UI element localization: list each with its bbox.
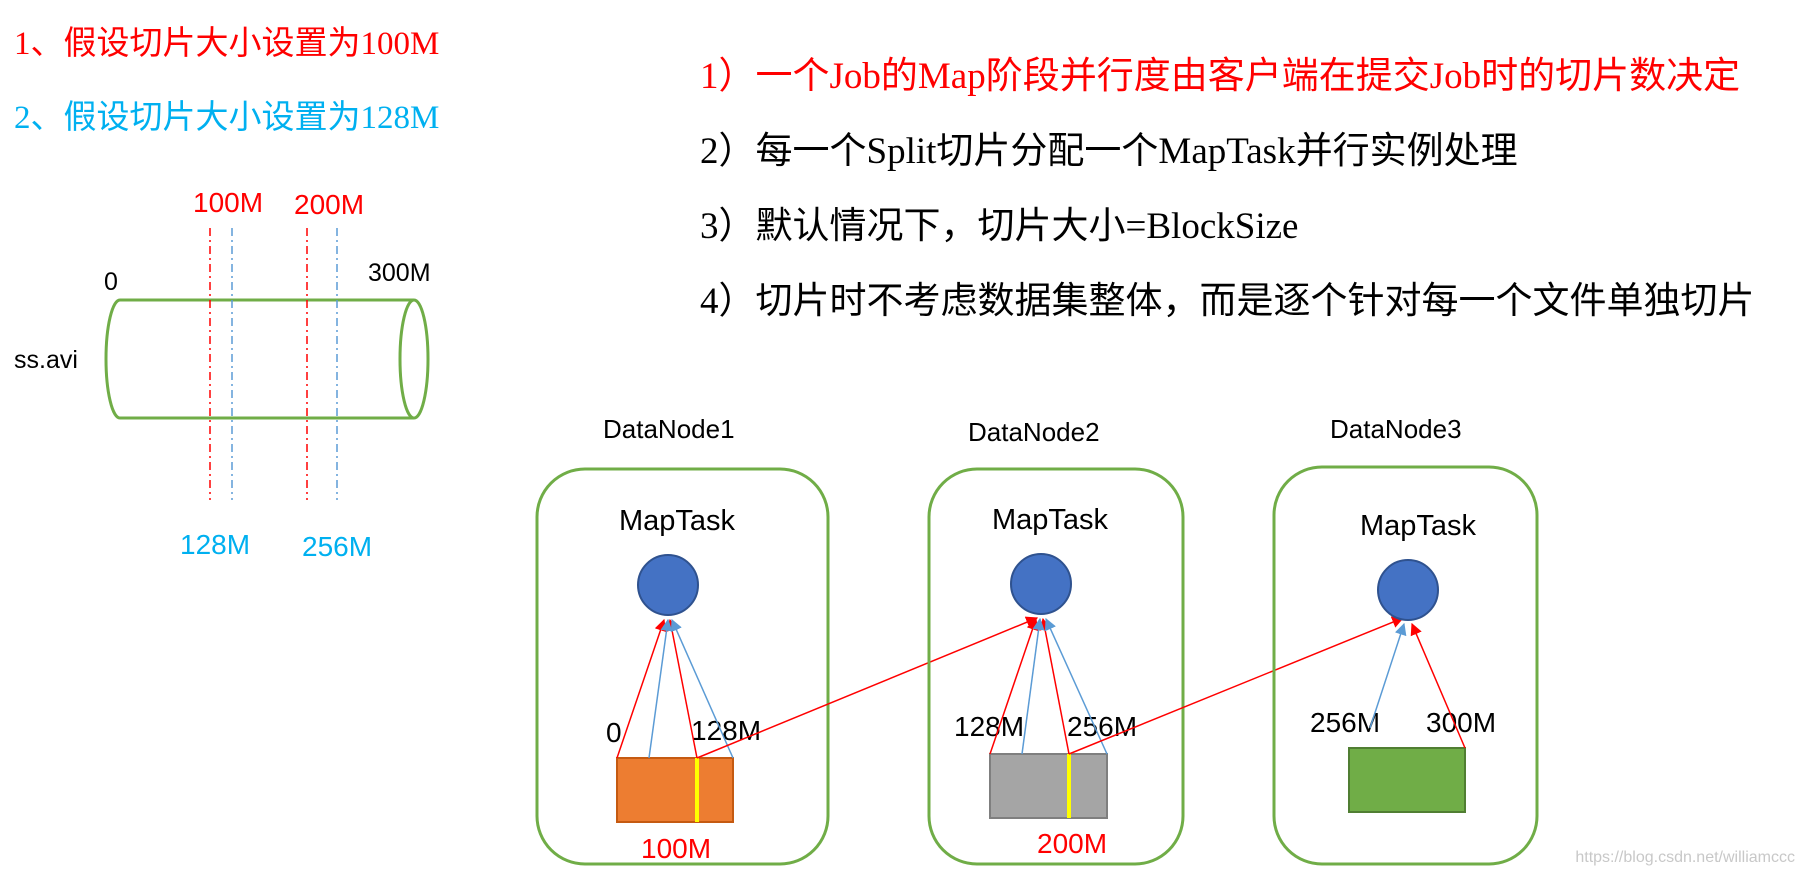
rule-1: 1）一个Job的Map阶段并行度由客户端在提交Job时的切片数决定 [700,55,1740,97]
arrow-1-split [666,618,698,759]
arrow-3-end [1410,622,1466,749]
block-1-split-label: 100M [641,833,711,864]
mark-200m: 200M [294,189,364,220]
file-name-label: ss.avi [14,346,78,374]
file-start-label: 0 [104,268,118,296]
rule-3: 3）默认情况下，切片大小=BlockSize [700,205,1298,247]
block-2 [989,753,1108,819]
arrow-1-blue-left [648,618,673,759]
datanode-3-start-label: 256M [1310,707,1380,738]
arrow-1-blue-right [670,618,734,759]
datanode-3-title: DataNode3 [1330,414,1462,444]
block-1 [616,757,734,823]
arrow-2-split [1039,617,1070,755]
datanode-2-start-label: 128M [954,711,1024,742]
datanode-3: DataNode3 MapTask 256M 300M [1272,414,1539,866]
maptask-3-label: MapTask [1360,510,1477,542]
maptask-1-node [637,554,699,616]
rule-4: 4）切片时不考虑数据集整体，而是逐个针对每一个文件单独切片 [700,280,1755,322]
file-end-label: 300M [368,259,431,287]
file-cylinder [104,298,430,420]
maptask-1-label: MapTask [619,505,736,537]
arrow-1-start [616,618,667,759]
mark-256m: 256M [302,531,372,562]
block-2-split-label: 200M [1037,828,1107,859]
datanode-1: DataNode1 MapTask 0 128M 100M [535,414,1039,866]
arrow-2-to-maptask-3 [1068,616,1405,755]
rule-2: 2）每一个Split切片分配一个MapTask并行实例处理 [700,130,1518,172]
case2-heading: 2、假设切片大小设置为128M [14,99,439,136]
arrow-3-blue [1369,622,1407,729]
datanode-2-box [927,467,1185,866]
arrow-1-to-maptask-2 [696,616,1039,759]
block-3 [1348,747,1466,813]
datanode-1-title: DataNode1 [603,414,735,444]
maptask-2-node [1010,553,1072,615]
maptask-2-label: MapTask [992,504,1109,536]
datanode-2: DataNode2 MapTask 128M 256M 200M [927,417,1405,866]
datanode-1-box [535,467,830,866]
datanode-1-start-label: 0 [606,717,622,748]
datanode-3-end-label: 300M [1426,707,1496,738]
datanode-2-title: DataNode2 [968,417,1100,447]
watermark-text: https://blog.csdn.net/williamccc [1575,849,1795,866]
mark-100m: 100M [193,187,263,218]
datanode-2-end-label: 256M [1067,711,1137,742]
arrow-2-start [989,617,1039,755]
arrow-2-blue-left [1021,617,1045,755]
maptask-3-node [1377,559,1439,621]
arrow-2-blue-right [1044,617,1108,755]
mark-128m: 128M [180,529,250,560]
datanode-3-box [1272,465,1539,866]
case1-heading: 1、假设切片大小设置为100M [14,25,439,62]
